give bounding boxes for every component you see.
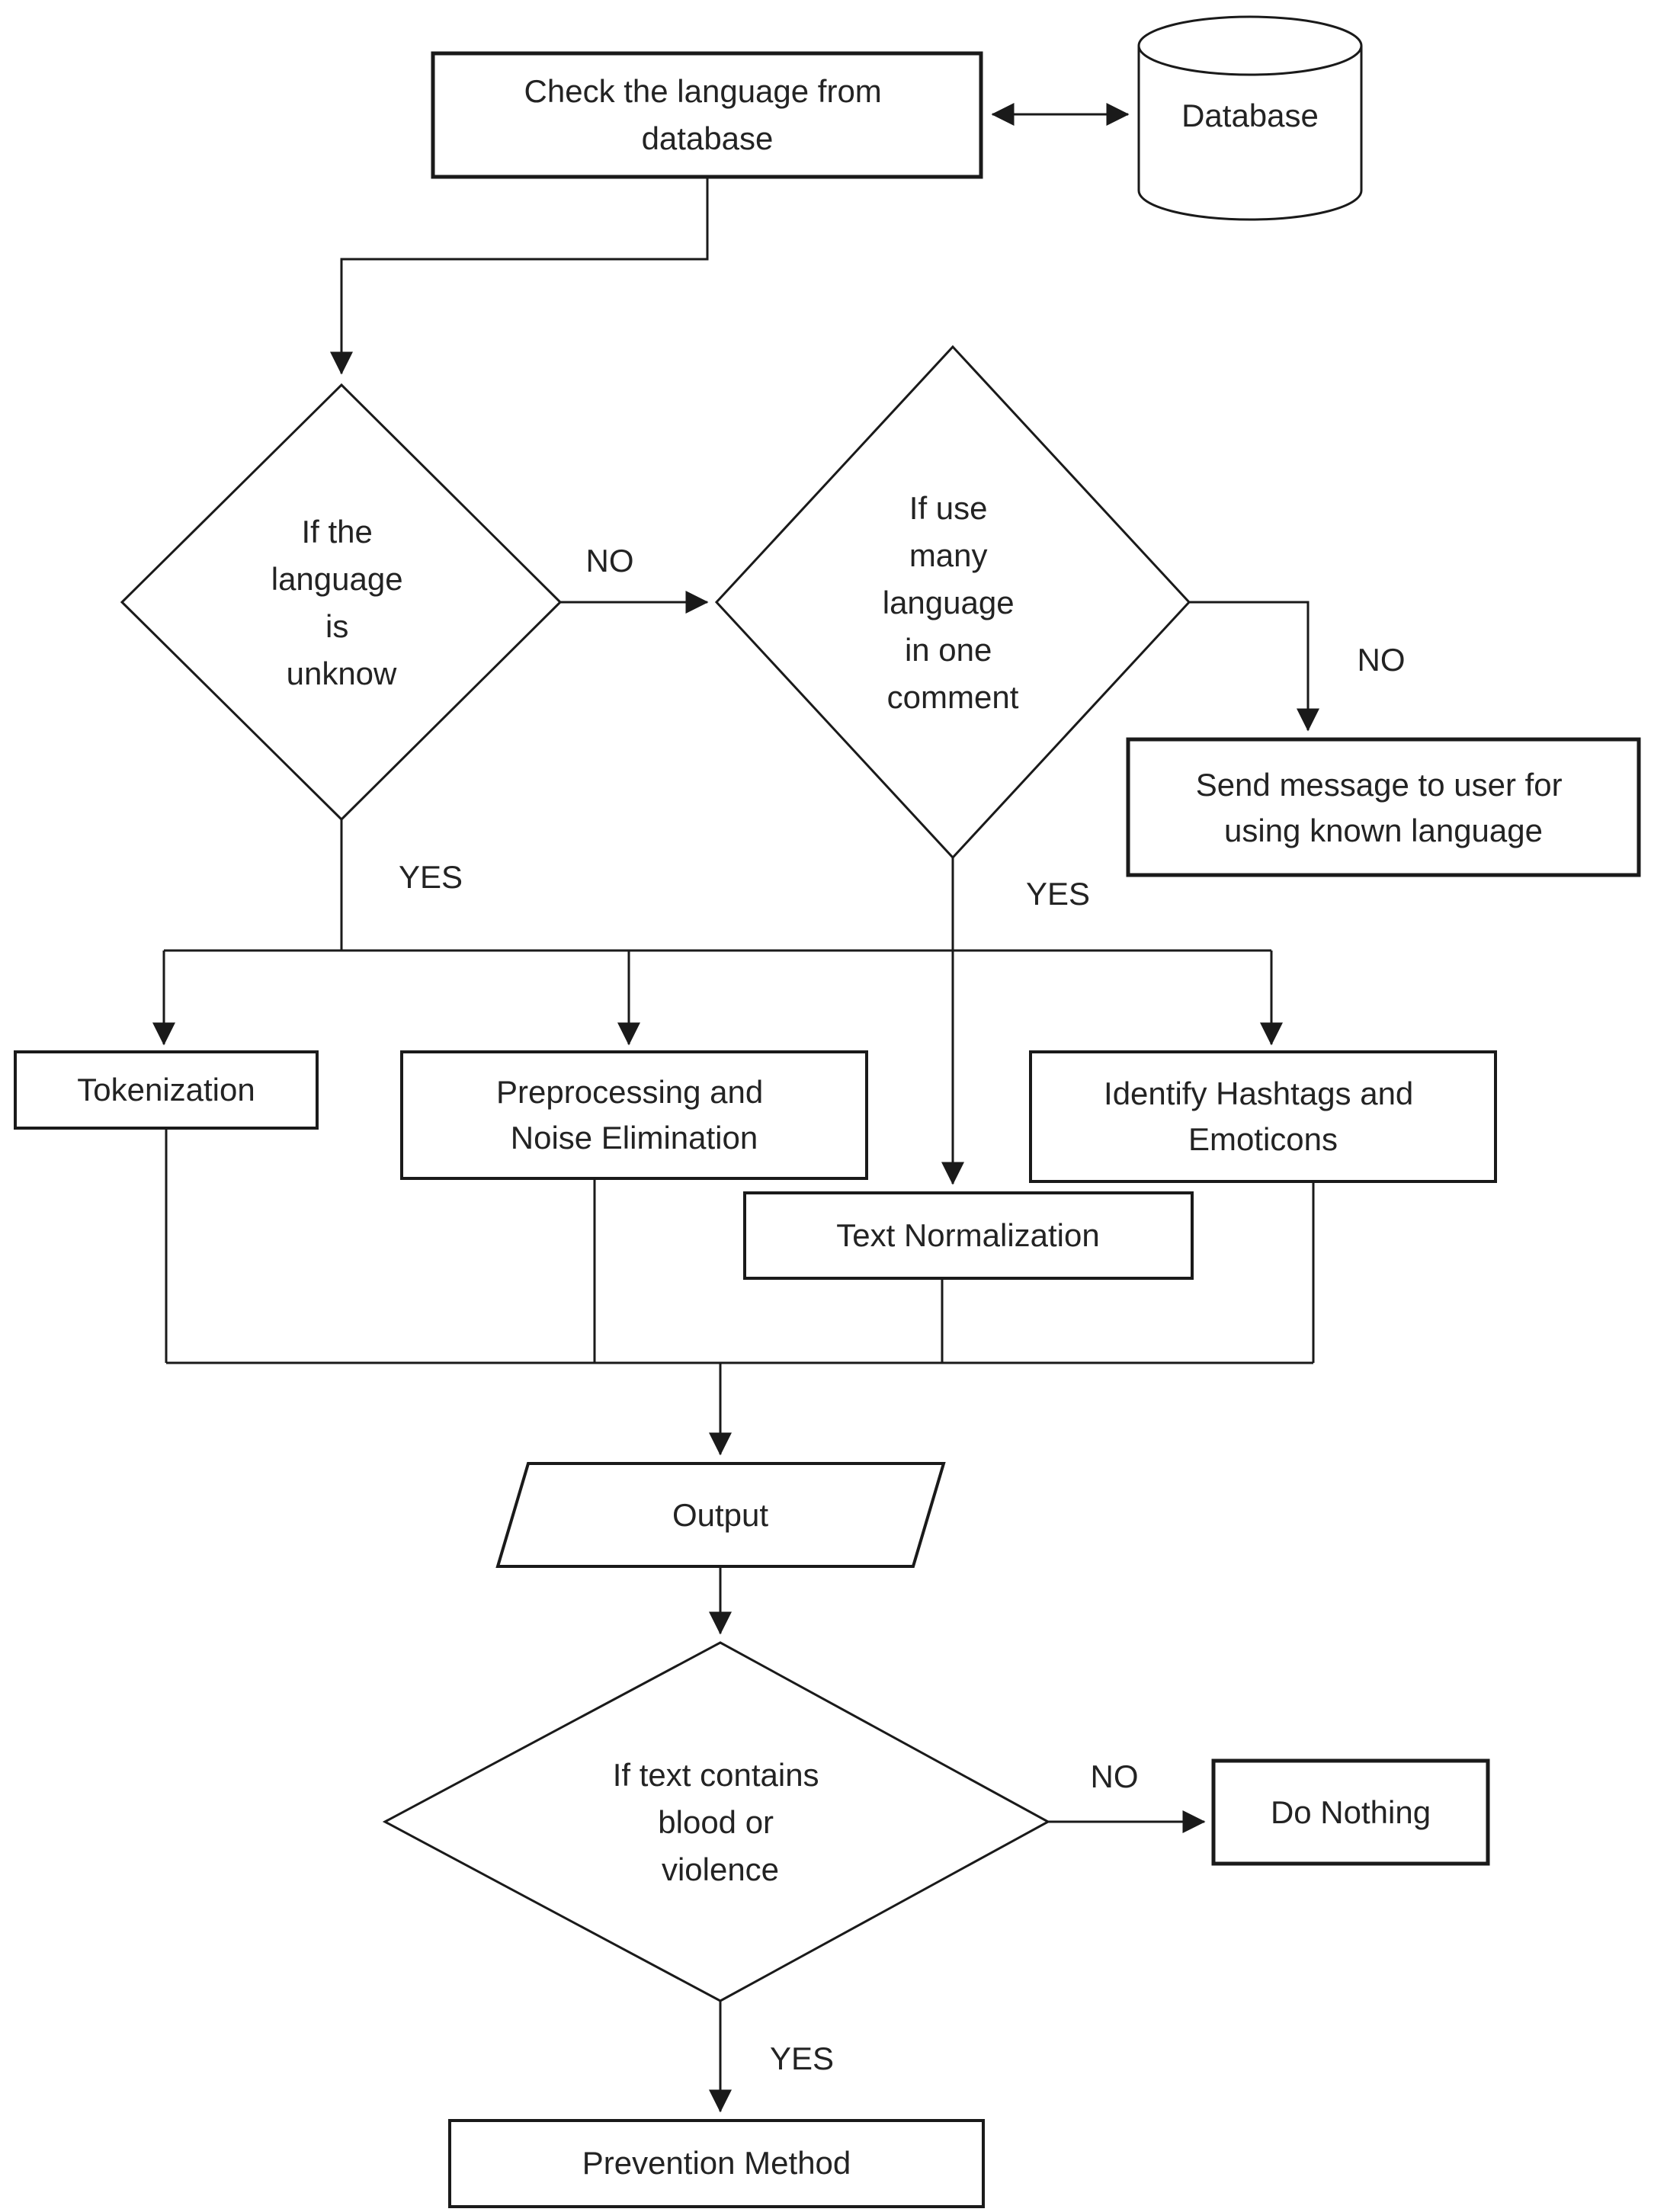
do-nothing-label: Do Nothing — [1271, 1794, 1431, 1830]
preprocessing-box — [400, 1050, 868, 1180]
text-line: database — [642, 120, 774, 156]
text-line: violence — [662, 1851, 779, 1887]
node-if-language-unknown: If the language is unknow — [120, 383, 563, 822]
check-language-box — [431, 51, 983, 179]
node-check-language: Check the language from database — [431, 51, 983, 179]
output-label: Output — [672, 1497, 768, 1533]
text-normalization-label: Text Normalization — [836, 1217, 1099, 1253]
database-label: Database — [1181, 98, 1319, 133]
node-preprocessing: Preprocessing and Noise Elimination — [400, 1050, 868, 1180]
tokenization-label: Tokenization — [77, 1072, 255, 1108]
preprocessing-label: Preprocessing and Noise Elimination — [496, 1074, 772, 1156]
send-message-label: Send message to user for using known lan… — [1196, 767, 1572, 848]
edge-label-unknown-no: NO — [586, 543, 634, 579]
text-line: If use — [909, 490, 988, 526]
node-output: Output — [495, 1462, 946, 1568]
text-line: in one — [905, 632, 992, 668]
connector-many-no-to-send-message — [1189, 601, 1319, 732]
edge-label-unknown-yes: YES — [399, 859, 463, 895]
text-contains-diamond — [382, 1641, 1051, 2002]
node-identify-hashtags: Identify Hashtags and Emoticons — [1029, 1050, 1497, 1183]
text-line: Noise Elimination — [511, 1120, 758, 1156]
text-line: Send message to user for — [1196, 767, 1563, 803]
node-do-nothing: Do Nothing — [1211, 1758, 1490, 1866]
many-language-diamond — [714, 345, 1191, 860]
prevention-method-box — [448, 2119, 985, 2208]
identify-hashtags-box — [1029, 1050, 1497, 1183]
node-database: Database — [1137, 15, 1363, 221]
text-line: blood or — [658, 1804, 774, 1840]
text-line: Preprocessing and — [496, 1074, 763, 1110]
edge-label-many-yes: YES — [1026, 876, 1090, 912]
text-line: If text contains — [613, 1757, 819, 1793]
tokenization-box — [14, 1050, 319, 1130]
database-cylinder-body — [1137, 46, 1363, 221]
check-language-label: Check the language from database — [524, 73, 891, 156]
database-cylinder-top — [1137, 15, 1363, 76]
output-parallelogram — [495, 1462, 946, 1568]
text-line: Check the language from — [524, 73, 882, 109]
language-unknown-label: If the language is unknow — [271, 514, 412, 691]
identify-hashtags-label: Identify Hashtags and Emoticons — [1104, 1076, 1422, 1157]
text-line: language — [883, 585, 1015, 620]
node-tokenization: Tokenization — [14, 1050, 319, 1130]
connector-check-to-unknown-decision — [330, 177, 709, 375]
text-line: If the — [301, 514, 372, 550]
many-language-label: If use many language in one comment — [883, 490, 1024, 715]
prevention-method-label: Prevention Method — [582, 2145, 851, 2181]
edge-label-many-no: NO — [1358, 642, 1406, 678]
node-if-many-language: If use many language in one comment — [714, 345, 1191, 860]
language-unknown-diamond — [120, 383, 563, 822]
text-line: comment — [887, 679, 1019, 715]
text-line: using known language — [1224, 813, 1543, 848]
do-nothing-box — [1211, 1758, 1490, 1866]
text-line: Emoticons — [1188, 1121, 1338, 1157]
node-if-text-contains: If text contains blood or violence — [382, 1641, 1051, 2002]
node-prevention-method: Prevention Method — [448, 2119, 985, 2208]
text-line: unknow — [287, 656, 397, 691]
text-line: language — [271, 561, 403, 597]
node-send-message: Send message to user for using known lan… — [1126, 737, 1641, 877]
text-contains-label: If text contains blood or violence — [613, 1757, 828, 1887]
text-line: Identify Hashtags and — [1104, 1076, 1413, 1111]
edge-label-contains-yes: YES — [770, 2040, 834, 2076]
text-line: is — [325, 608, 348, 644]
node-text-normalization: Text Normalization — [743, 1191, 1194, 1280]
text-line: many — [909, 537, 988, 573]
edge-label-contains-no: NO — [1091, 1758, 1139, 1794]
text-normalization-box — [743, 1191, 1194, 1280]
send-message-box — [1126, 737, 1641, 877]
